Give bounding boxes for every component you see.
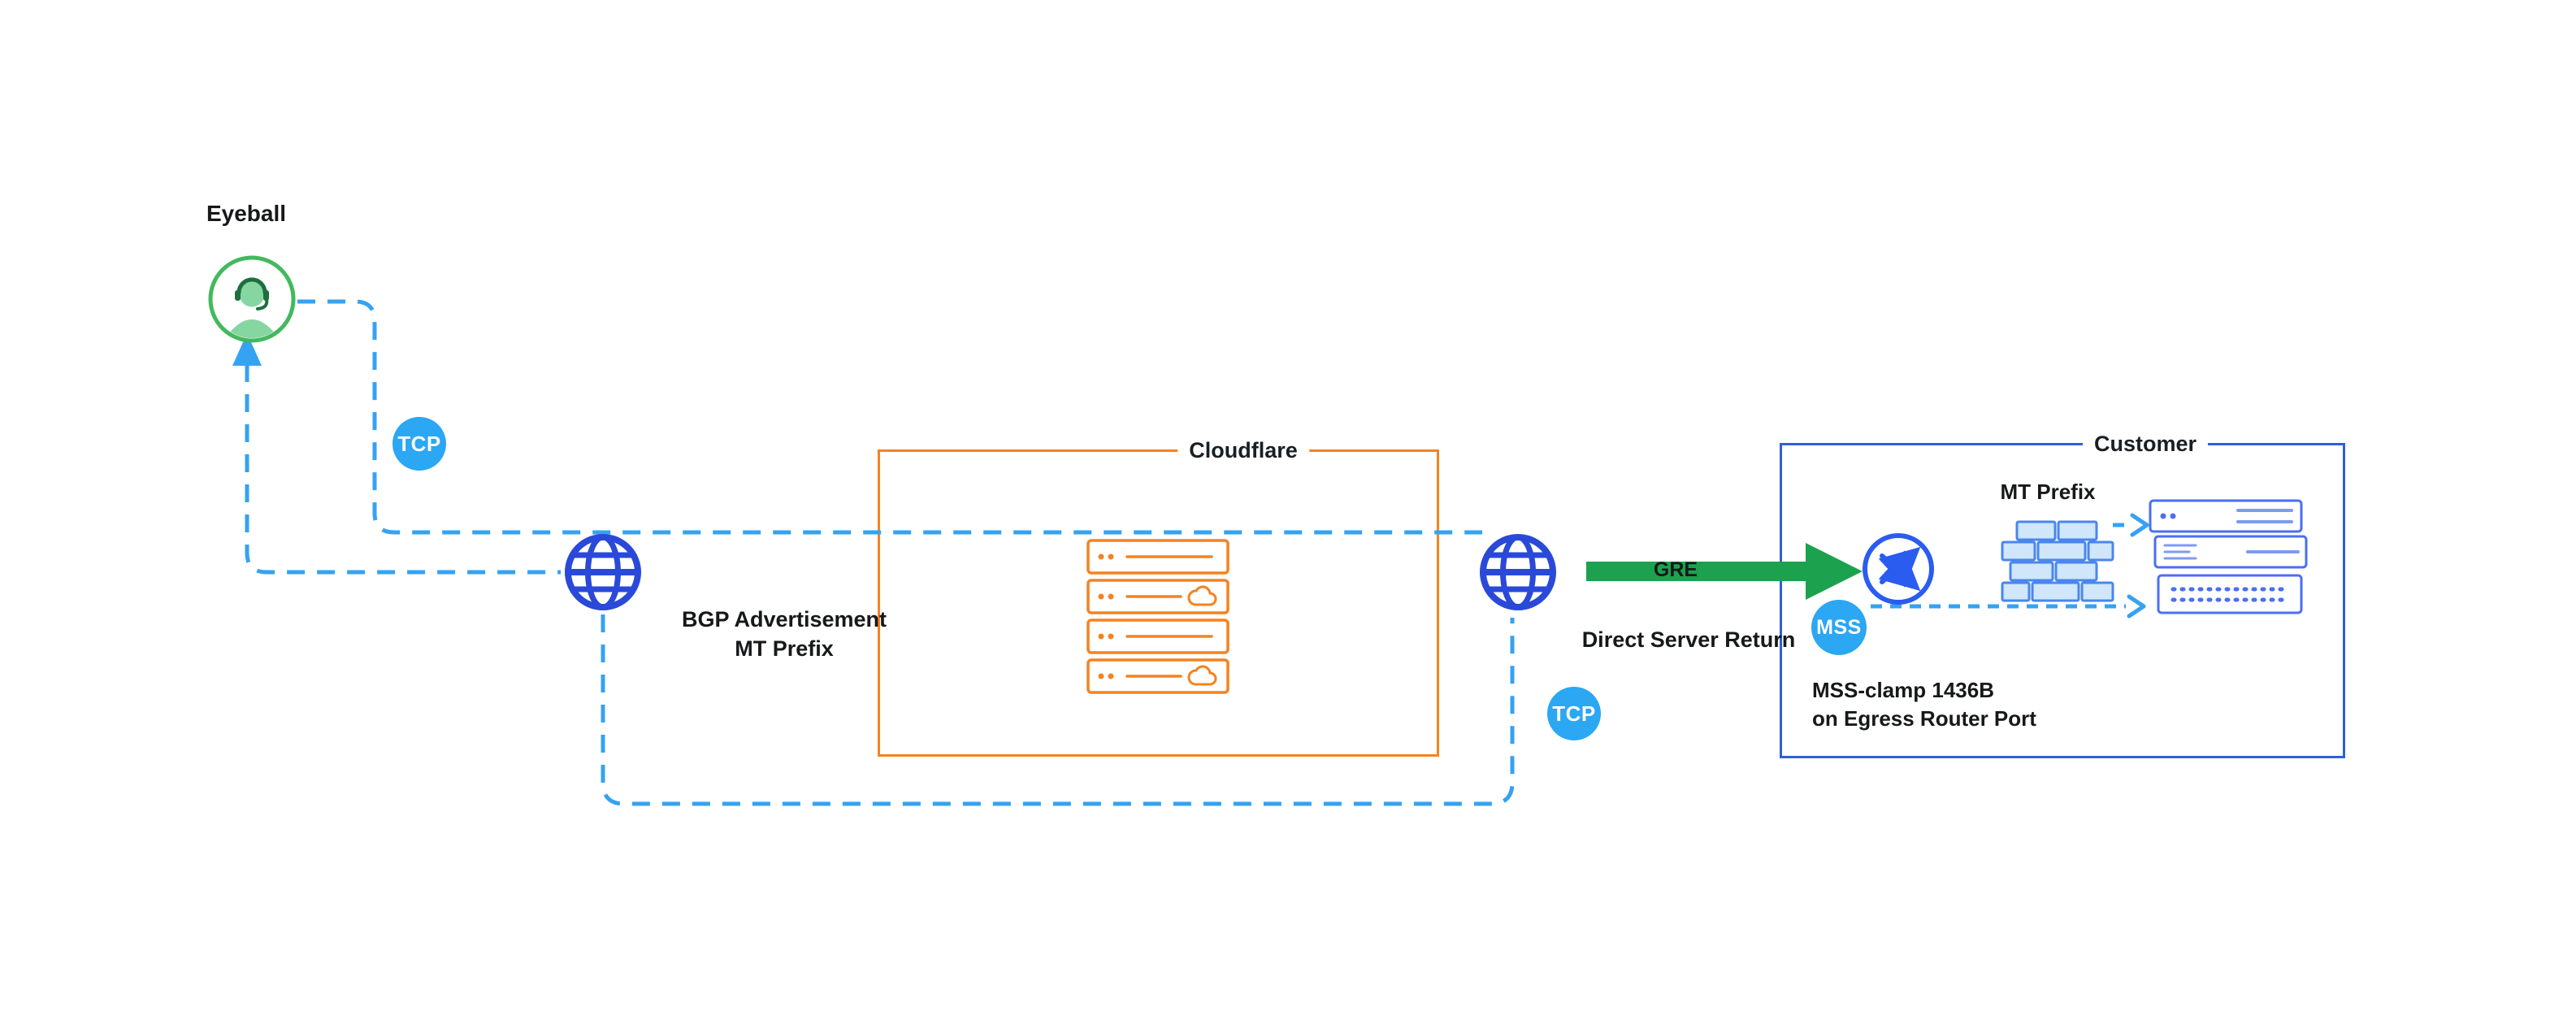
eyeball-avatar-icon [207, 254, 297, 344]
bgp-advertisement-label: BGP Advertisement MT Prefix [662, 605, 906, 663]
tcp-badge-bottom: TCP [1547, 687, 1601, 740]
arrowhead-bottom-server-icon [2127, 594, 2146, 618]
bgp-advertisement-line1: BGP Advertisement [681, 607, 887, 632]
mss-clamp-label: MSS-clamp 1436B on Egress Router Port [1812, 676, 2080, 733]
router-icon [1859, 530, 1937, 608]
flow-dashed-return-route [601, 614, 1515, 806]
customer-box: Customer [1780, 431, 2345, 758]
customer-mt-prefix-label: MT Prefix [2000, 480, 2096, 504]
internet-globe-right-icon [1476, 530, 1560, 614]
direct-server-return-label: Direct Server Return [1581, 627, 1796, 652]
arrow-up-to-eyeball-icon [232, 333, 262, 366]
flow-dashed-eyeball-to-left-globe [245, 364, 561, 575]
eyeball-label: Eyeball [206, 201, 287, 226]
firewall-icon [2001, 520, 2114, 605]
cloudflare-box-label: Cloudflare [1177, 437, 1309, 463]
mss-clamp-line2: on Egress Router Port [1812, 706, 2036, 731]
cloudflare-box: Cloudflare [878, 437, 1439, 757]
customer-box-label: Customer [2082, 431, 2209, 457]
arrowhead-top-server-icon [2130, 513, 2149, 537]
gre-label: GRE [1653, 558, 1698, 581]
cloudflare-server-rack-icon [1086, 539, 1233, 701]
internet-globe-left-icon [561, 530, 645, 614]
gre-arrow-icon [1586, 543, 1863, 600]
mss-badge: MSS [1811, 600, 1867, 655]
flow-dashed-eyeball-to-right-globe [297, 299, 1482, 535]
tcp-badge-left: TCP [392, 417, 446, 471]
mss-clamp-line1: MSS-clamp 1436B [1812, 678, 1994, 702]
bgp-advertisement-line2: MT Prefix [735, 636, 834, 661]
customer-servers-icon [2149, 499, 2311, 621]
